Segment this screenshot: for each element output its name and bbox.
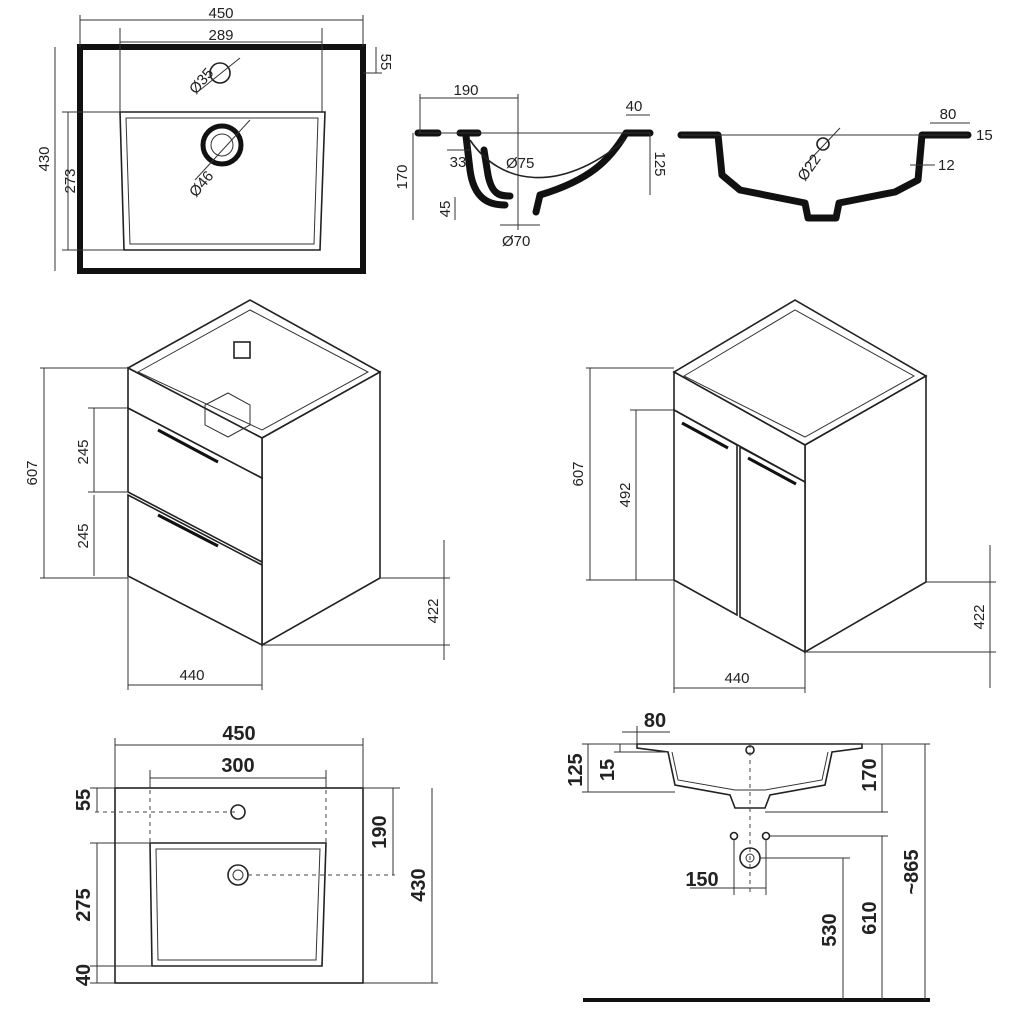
drain-hole-inner xyxy=(232,869,244,881)
drain-leader xyxy=(804,127,841,166)
dim-tap-offset: 190 xyxy=(453,82,478,99)
dim-bowl-height: 125 xyxy=(651,151,668,176)
label-drain-size: Ø22 xyxy=(794,151,824,184)
front-section-view: Ø22 80 15 12 xyxy=(677,106,993,222)
door-handle-right xyxy=(747,456,797,486)
dim-fixing-height: 610 xyxy=(859,901,881,934)
dim-trap-height: 45 xyxy=(437,201,454,218)
cabinet-inner xyxy=(682,309,916,438)
dim-edge-offset: 55 xyxy=(73,789,95,811)
dim-door-height: 492 xyxy=(617,482,634,507)
bowl-inner-curve xyxy=(469,139,626,179)
trap-profile xyxy=(462,132,514,209)
basin-outline xyxy=(114,787,364,984)
bowl-inner-curve xyxy=(671,751,829,791)
dim-spacing: 150 xyxy=(685,869,718,891)
waste-outlet-inner xyxy=(745,853,755,863)
dim-hole-spacing: 300 xyxy=(221,755,254,777)
dim-front-rim: 40 xyxy=(73,964,95,986)
dim-depth: 422 xyxy=(425,598,442,623)
dim-width: 450 xyxy=(208,5,233,22)
front-basin-profile xyxy=(677,131,972,222)
fixing-left xyxy=(729,831,739,841)
drain-hole-inner xyxy=(210,133,234,157)
dim-bowl-offset: 275 xyxy=(73,888,95,921)
dim-drawer-top: 245 xyxy=(75,439,92,464)
door-left xyxy=(673,408,738,617)
drain-hole-outer xyxy=(200,123,244,167)
dim-height: 170 xyxy=(394,164,411,189)
dim-depth: 430 xyxy=(36,146,53,171)
dim-overflow: 33 xyxy=(450,154,467,171)
cabinet-front-top xyxy=(127,366,263,480)
bowl-inner-outline xyxy=(155,848,321,961)
tap-hole-leader xyxy=(199,57,241,91)
label-tap-hole: Ø35 xyxy=(186,65,217,98)
dim-depth: 430 xyxy=(408,868,430,901)
dim-rim-thickness: 15 xyxy=(597,759,619,781)
cabinet-doors-view: 607 492 440 422 xyxy=(570,299,996,693)
dim-width: 450 xyxy=(222,723,255,745)
dim-depth: 422 xyxy=(971,604,988,629)
dim-hole-spacing: 289 xyxy=(208,27,233,44)
dim-width: 440 xyxy=(724,670,749,687)
front-drain-hole xyxy=(816,137,830,151)
dim-drawer-bottom: 245 xyxy=(75,523,92,548)
dim-rim-height: 125 xyxy=(565,753,587,786)
label-drain-size: Ø75 xyxy=(506,155,534,172)
dim-height: 607 xyxy=(24,460,41,485)
bowl-inner-outline xyxy=(125,117,319,245)
bowl-outline xyxy=(119,111,326,251)
drawer-handle-top xyxy=(157,428,219,464)
door-right xyxy=(739,445,806,654)
dim-bowl-depth: 273 xyxy=(62,168,79,193)
basin-outline xyxy=(77,44,366,274)
dim-width: 440 xyxy=(179,667,204,684)
bowl-outline xyxy=(149,842,327,967)
dim-rim-width: 80 xyxy=(940,106,957,123)
drain-hole-outer xyxy=(227,864,249,886)
dim-drain-offset: 190 xyxy=(369,815,391,848)
drawer-handle-bottom xyxy=(157,513,219,548)
dim-edge-offset: 55 xyxy=(377,54,394,71)
siphon-cutout xyxy=(204,392,251,438)
fixing-right xyxy=(761,831,771,841)
label-drain-hole: Ø46 xyxy=(186,168,217,201)
install-elevation-view: 80 125 15 170 150 530 610 ~865 xyxy=(565,710,930,1002)
mount-bracket xyxy=(233,341,251,359)
drain-hole-leader xyxy=(194,119,251,181)
label-trap-size: Ø70 xyxy=(502,233,530,250)
dim-total-height: ~865 xyxy=(901,849,923,894)
plan-top-view: 450 289 430 273 55 Ø35 Ø46 xyxy=(36,5,394,274)
dim-rim: 40 xyxy=(626,98,643,115)
dim-wall: 12 xyxy=(938,157,955,174)
dim-height: 607 xyxy=(570,461,587,486)
dim-rim-width: 80 xyxy=(644,710,666,732)
plan-bottom-view: 450 300 55 275 40 190 430 xyxy=(73,723,438,986)
side-section-view: 190 40 170 125 33 Ø75 45 Ø70 xyxy=(394,82,668,250)
cabinet-drawers-view: 607 245 245 440 422 xyxy=(24,299,450,690)
door-handle-left xyxy=(681,421,729,450)
basin-profile xyxy=(414,129,654,216)
dim-drain-height: 530 xyxy=(819,913,841,946)
cabinet-inner xyxy=(136,309,370,431)
tap-hole xyxy=(209,62,231,84)
dim-rim-thickness: 15 xyxy=(976,127,993,144)
dim-basin-height: 170 xyxy=(859,758,881,791)
